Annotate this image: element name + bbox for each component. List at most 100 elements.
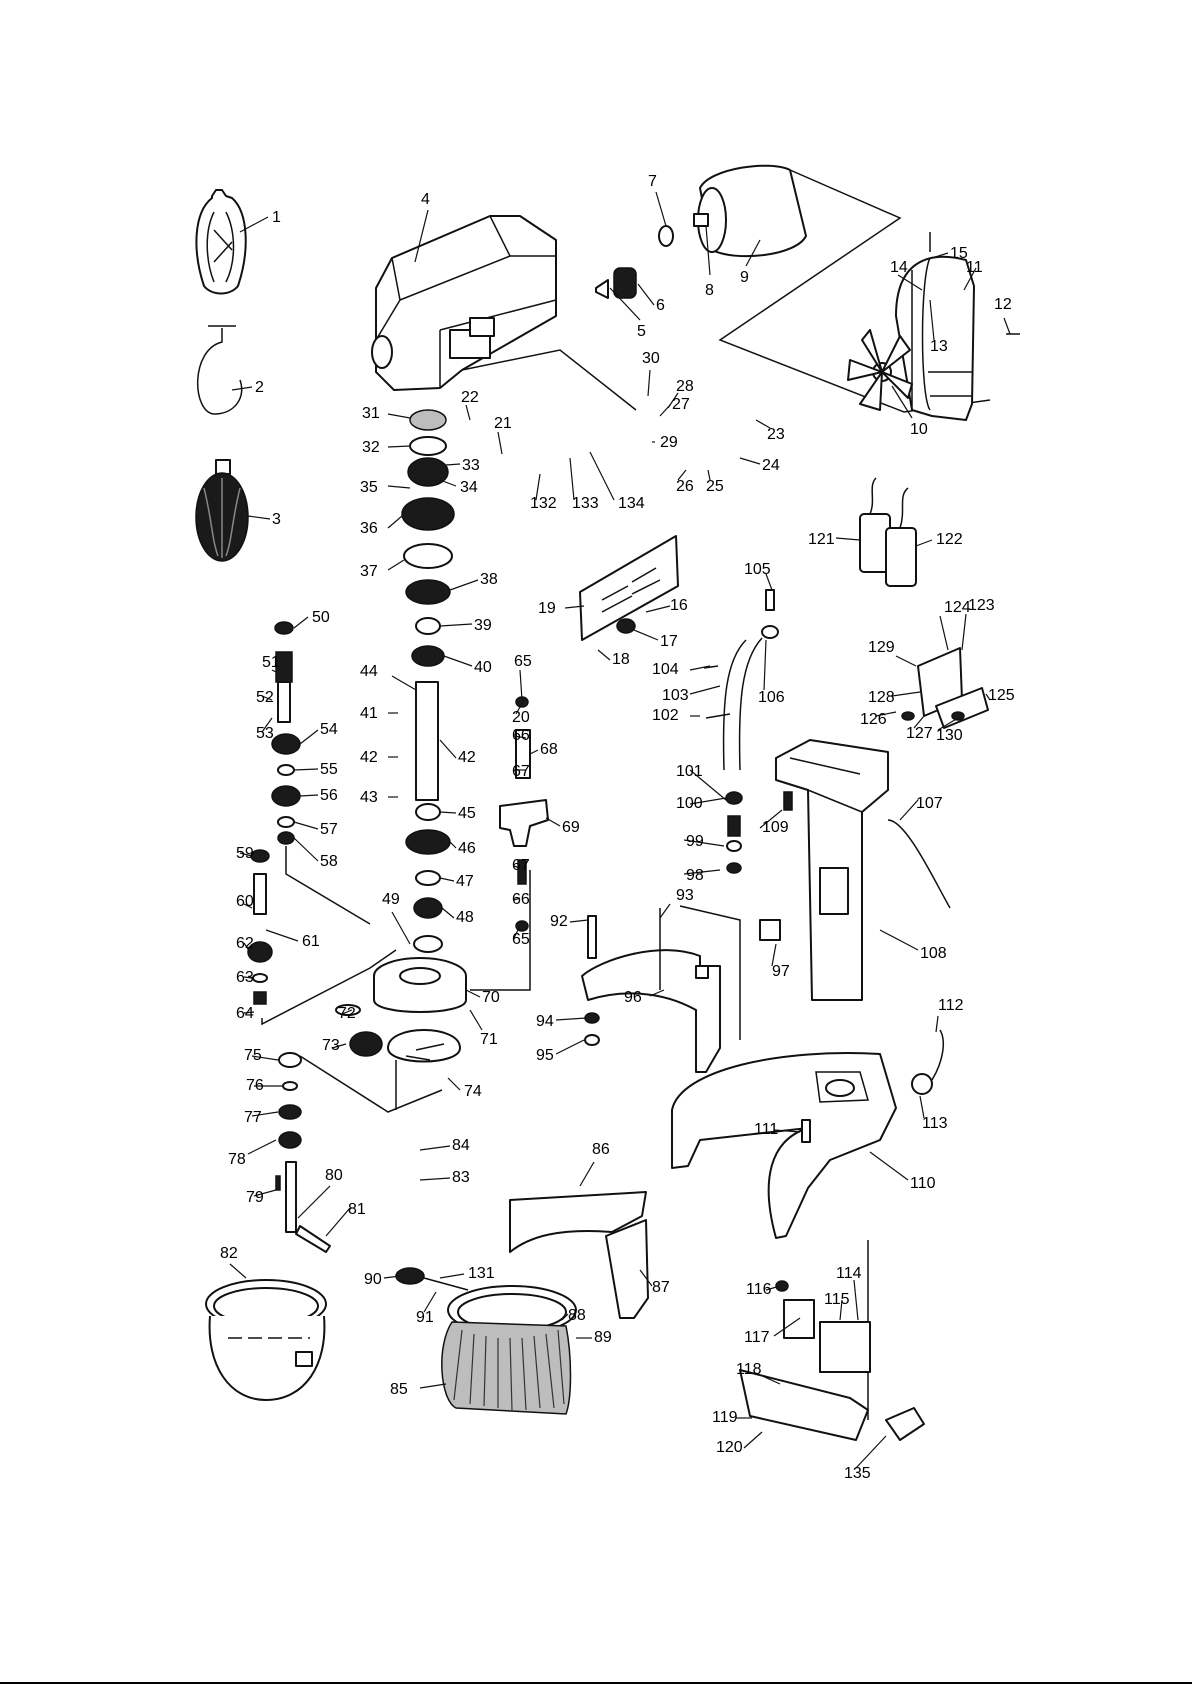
leader-line	[545, 817, 561, 827]
column	[775, 739, 951, 1001]
leader-line	[513, 735, 527, 739]
leader-line	[439, 739, 457, 759]
part-callout: 45	[458, 805, 476, 822]
leader-line	[939, 615, 949, 651]
leader-line	[757, 1373, 781, 1385]
leader-line	[519, 669, 523, 701]
part-callout: 44	[360, 663, 378, 680]
part-callout: 8	[705, 282, 714, 299]
part-callout: 53	[256, 725, 274, 742]
leader-line	[655, 191, 667, 227]
leader-line	[243, 976, 253, 979]
part-callout: 28	[676, 378, 694, 395]
control-plate	[579, 535, 679, 641]
leader-line	[261, 717, 273, 733]
capacitors	[859, 477, 917, 587]
leader-line	[765, 573, 773, 591]
leader-line	[677, 469, 687, 481]
leader-line	[649, 989, 665, 997]
part-callout: 130	[936, 727, 963, 744]
part-callout: 69	[562, 819, 580, 836]
leader-line	[855, 1435, 887, 1469]
part-callout: 120	[716, 1439, 743, 1456]
part-callout: 14	[890, 259, 908, 276]
part-callout: 10	[910, 421, 928, 438]
leader-line	[293, 821, 319, 830]
leader-line	[239, 216, 269, 233]
part-callout: 112	[938, 997, 964, 1014]
leader-line	[689, 769, 727, 801]
leader-line	[243, 1011, 255, 1014]
leader-line	[879, 929, 919, 951]
mixing-bowl	[205, 1279, 327, 1401]
part-callout: 107	[916, 795, 943, 812]
part-callout: 82	[220, 1245, 238, 1262]
part-callout: 18	[612, 651, 630, 668]
part-callout: 13	[930, 338, 948, 355]
part-callout: 118	[736, 1361, 762, 1378]
part-callout: 40	[474, 659, 492, 676]
part-callout: 70	[482, 989, 500, 1006]
part-callout: 119	[712, 1409, 738, 1426]
leader-line	[647, 369, 651, 397]
part-callout: 59	[236, 845, 254, 862]
part-callout: 41	[360, 705, 378, 722]
part-callout: 56	[320, 787, 338, 804]
leader-line	[247, 1139, 277, 1155]
leader-line	[897, 274, 923, 291]
part-callout: 75	[244, 1047, 262, 1064]
leader-line	[229, 1263, 247, 1279]
part-callout: 15	[950, 245, 968, 262]
leader-line	[299, 729, 319, 745]
leader-line	[271, 669, 277, 673]
part-callout: 105	[744, 561, 771, 578]
leader-line	[645, 605, 671, 613]
bowl-guard	[395, 1191, 649, 1415]
part-callout: 57	[320, 821, 338, 838]
part-callout: 30	[642, 350, 660, 367]
leader-line	[689, 797, 727, 805]
leader-line	[869, 1151, 909, 1181]
bowl-lift-assembly	[499, 696, 549, 932]
base	[671, 1029, 945, 1420]
part-callout: 100	[676, 795, 703, 812]
part-callout: 39	[474, 617, 492, 634]
part-callout: 29	[660, 434, 678, 451]
part-callout: 64	[236, 1005, 254, 1022]
leader-line	[763, 639, 767, 691]
leader-line	[637, 283, 655, 306]
leader-line	[839, 1299, 843, 1321]
leader-line	[895, 655, 917, 667]
leader-line	[773, 1317, 801, 1337]
electrical-plate	[739, 1280, 871, 1441]
part-callout: 26	[676, 478, 694, 495]
planetary-housing	[299, 870, 531, 1113]
part-callout: 115	[824, 1291, 850, 1308]
leader-line	[555, 1017, 587, 1021]
part-callout: 97	[772, 963, 790, 980]
leader-line	[293, 837, 319, 862]
part-callout: 38	[480, 571, 498, 588]
switch-bracket	[901, 647, 989, 729]
leader-line	[529, 749, 539, 755]
part-callout: 11	[966, 259, 983, 276]
part-callout: 134	[618, 495, 645, 512]
cooling-fan	[847, 329, 913, 411]
part-callout: 46	[458, 840, 476, 857]
part-callout: 72	[338, 1005, 356, 1022]
leader-line	[439, 479, 457, 487]
leader-line	[265, 929, 299, 942]
part-callout: 60	[236, 893, 254, 910]
leader-line	[293, 768, 319, 771]
part-callout: 65	[512, 931, 530, 948]
part-callout: 126	[860, 711, 887, 728]
leader-line	[683, 839, 725, 847]
part-callout: 49	[382, 891, 400, 908]
part-callout: 34	[460, 479, 478, 496]
part-callout: 87	[652, 1279, 670, 1296]
leader-line	[341, 1009, 353, 1015]
leader-line	[1003, 317, 1011, 335]
dough-hook	[196, 325, 243, 415]
part-callout: 108	[920, 945, 947, 962]
part-callout: 111	[754, 1121, 778, 1138]
